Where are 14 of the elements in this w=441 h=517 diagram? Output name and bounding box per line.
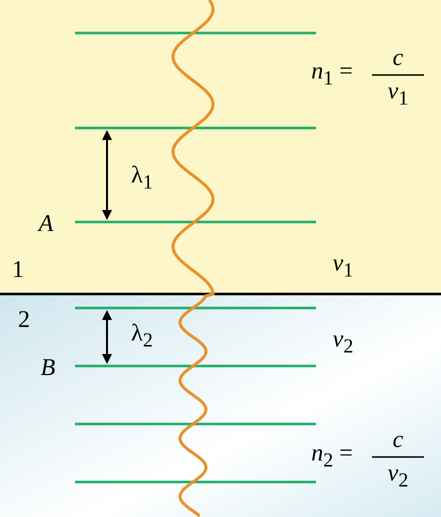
point-label: B [40, 356, 56, 380]
denominator-text: v$_{1}$ [388, 80, 408, 108]
wavelength-label: λ$_{1}$ [131, 164, 153, 192]
denominator-text: v$_{2}$ [388, 462, 408, 490]
numerator-text: c [392, 46, 404, 70]
equation-text: n$_{1}$ = [311, 60, 353, 88]
numerator-text: c [392, 428, 404, 452]
medium-number: 1 [12, 258, 24, 282]
speed-label: v$_{1}$ [332, 252, 354, 280]
speed-label: v$_{2}$ [332, 328, 354, 356]
wavelength-label: λ$_{2}$ [131, 322, 153, 350]
point-label: A [38, 212, 54, 236]
equation-text: n$_{2}$ = [311, 442, 353, 470]
medium-number: 2 [18, 308, 30, 332]
